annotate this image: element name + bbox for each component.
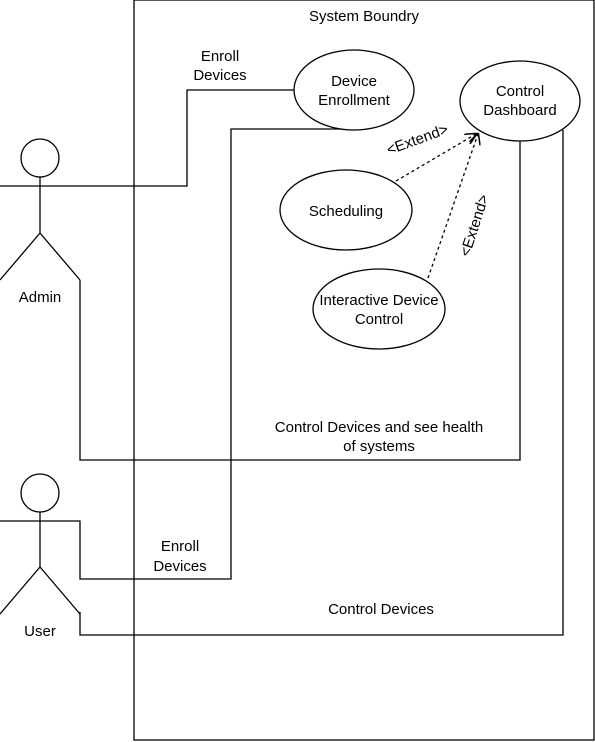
user-left-leg-icon [0, 566, 41, 615]
admin-control-label-line2: of systems [343, 438, 415, 455]
scheduling-label: Scheduling [309, 203, 383, 220]
user-control-label: Control Devices [328, 601, 434, 618]
interactive-control-ellipse [312, 268, 446, 350]
admin-control-connector [79, 140, 521, 461]
device-enrollment-ellipse [293, 49, 415, 131]
device-enrollment-label-line2: Enrollment [318, 92, 391, 109]
user-label: User [24, 623, 56, 640]
admin-actor[interactable]: Admin [0, 138, 81, 306]
control-dashboard-ellipse [459, 60, 581, 142]
admin-left-leg-icon [0, 232, 41, 281]
use-case-scheduling[interactable]: Scheduling [279, 169, 413, 251]
extend-interactive-arrow [427, 134, 478, 279]
control-dashboard-label-line2: Dashboard [483, 102, 556, 119]
admin-head-icon [20, 138, 60, 178]
interactive-control-label-line2: Control [355, 311, 403, 328]
admin-control-label-line1: Control Devices and see health [275, 419, 483, 436]
admin-label: Admin [19, 289, 62, 306]
interactive-control-label-line1: Interactive Device [319, 292, 438, 309]
admin-right-leg-icon [39, 232, 81, 281]
user-head-icon [20, 473, 60, 513]
user-enroll-label-line1: Enroll [161, 538, 199, 555]
user-right-leg-icon [39, 566, 81, 615]
admin-enroll-label-line1: Enroll [201, 48, 239, 65]
control-dashboard-label-line1: Control [496, 83, 544, 100]
admin-enroll-connector [0, 89, 294, 187]
user-enroll-label-line2: Devices [153, 558, 206, 575]
use-case-interactive-device-control[interactable]: Interactive Device Control [312, 268, 446, 350]
device-enrollment-label-line1: Device [331, 73, 377, 90]
use-case-device-enrollment[interactable]: Device Enrollment [293, 49, 415, 131]
scheduling-ellipse [279, 169, 413, 251]
system-boundary-title: System Boundry [309, 8, 420, 25]
admin-enroll-label-line2: Devices [193, 67, 246, 84]
user-control-connector [79, 130, 564, 636]
use-case-control-dashboard[interactable]: Control Dashboard [459, 60, 581, 142]
user-actor[interactable]: User [0, 473, 81, 640]
user-enroll-connector [0, 128, 356, 580]
